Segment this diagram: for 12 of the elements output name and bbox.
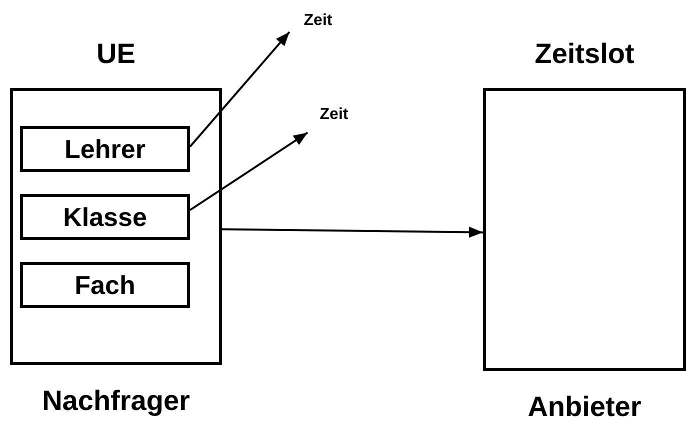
attribute-box: Fach bbox=[20, 262, 190, 308]
arrow bbox=[189, 31, 290, 148]
box-heading: Zeitslot bbox=[534, 37, 636, 71]
time-label: Zeit bbox=[312, 104, 356, 126]
time-label: Zeit bbox=[296, 10, 340, 32]
attribute-box: Klasse bbox=[20, 194, 190, 240]
role-label: Nachfrager bbox=[41, 384, 191, 418]
arrow bbox=[189, 132, 308, 211]
role-label: Anbieter bbox=[526, 390, 642, 424]
box-heading: UE bbox=[96, 37, 136, 71]
attribute-box: Lehrer bbox=[20, 126, 190, 172]
arrow bbox=[222, 226, 484, 238]
